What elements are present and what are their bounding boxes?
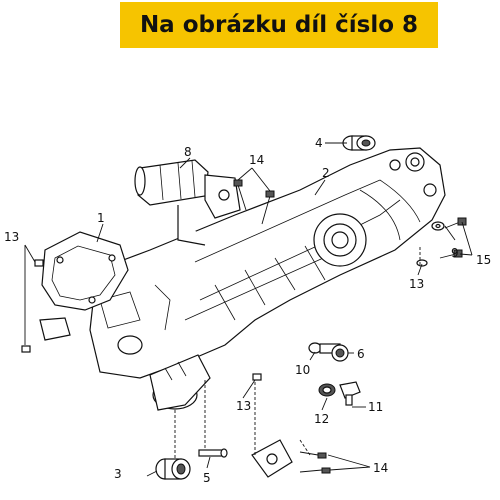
callout-4: 4 xyxy=(315,136,323,150)
washer-and-bolts xyxy=(416,217,467,267)
callout-leaders xyxy=(24,142,473,477)
callout-14-bottom: 14 xyxy=(373,461,388,475)
plug-and-seal xyxy=(308,342,349,362)
bushing-part-4 xyxy=(342,135,376,151)
callout-13-right: 13 xyxy=(409,277,424,291)
callout-5: 5 xyxy=(203,471,211,485)
callout-2: 2 xyxy=(322,166,330,180)
title-text: Na obrázku díl číslo 8 xyxy=(139,12,419,38)
bracket-bottom xyxy=(251,439,331,478)
callout-11: 11 xyxy=(368,400,383,414)
callout-13-left: 13 xyxy=(4,230,19,244)
callout-10: 10 xyxy=(295,363,310,377)
gasket-cover xyxy=(39,231,129,341)
callout-1: 1 xyxy=(97,211,105,225)
bushing-part-3 xyxy=(155,458,191,480)
callout-13-bottom: 13 xyxy=(236,399,251,413)
drain-bolt-and-washer xyxy=(318,381,361,406)
callout-labels: 1 2 3 4 5 6 8 9 10 11 12 13 13 13 14 14 … xyxy=(4,136,491,485)
dowel-pins xyxy=(21,259,262,381)
pin-part-5 xyxy=(198,448,228,458)
callout-9: 9 xyxy=(451,246,459,260)
callout-3: 3 xyxy=(114,467,122,481)
callout-12: 12 xyxy=(314,412,329,426)
callout-6: 6 xyxy=(357,347,365,361)
callout-15: 15 xyxy=(476,253,491,267)
callout-8: 8 xyxy=(184,145,192,159)
crankcase-housing xyxy=(89,147,446,411)
title-banner: Na obrázku díl číslo 8 xyxy=(120,2,438,48)
assembly-guide-lines xyxy=(174,245,421,460)
callout-14-top: 14 xyxy=(249,153,264,167)
starter-motor xyxy=(134,159,241,246)
